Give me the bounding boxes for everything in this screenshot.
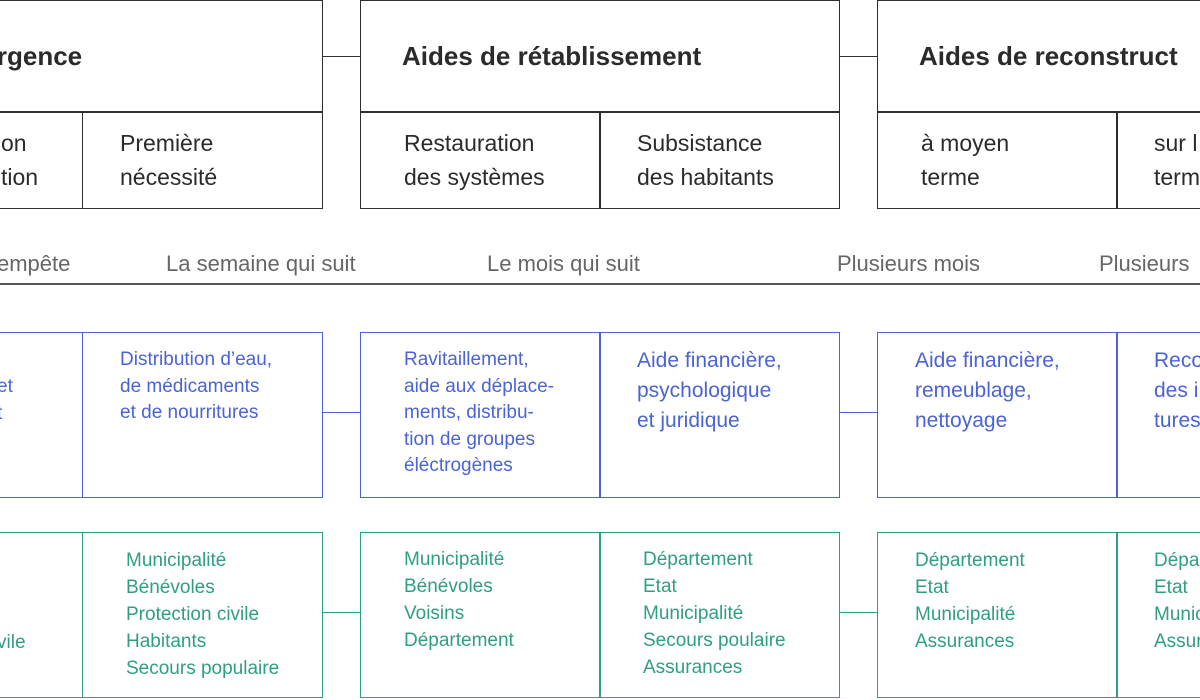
sub-label: à moyen terme [921,130,1010,190]
timeline-label: La semaine qui suit [166,251,356,276]
actor-text: Département Etat Municipalité Secours po… [643,549,786,678]
sub-box: on tion [0,111,83,209]
actor-text: Département Etat Municipalité Assurances [915,550,1025,652]
phase-title-retablissement: Aides de rétablissement [402,41,702,71]
actor-box: Département Etat Municipalité Assurances [877,532,1118,698]
aid-box: et t [0,332,83,498]
connector-line [322,56,360,57]
aid-box: Aide financière, psychologique et juridi… [599,332,840,498]
actor-text: Dépa Etat Munic Assur [1154,550,1200,652]
sub-label: Restauration des systèmes [404,130,545,190]
phase-box-urgence: urgence [0,0,323,113]
sub-box: Subsistance des habitants [599,111,840,209]
actor-box: Dépa Etat Munic Assur [1116,532,1200,698]
sub-label: Première nécessité [120,130,218,190]
aid-box: Distribution d’eau, de médicaments et de… [82,332,323,498]
actor-box: Département Etat Municipalité Secours po… [599,532,840,698]
connector-line [322,412,360,413]
connector-line [839,612,877,613]
timeline-label: Plusieurs [1099,251,1190,276]
aid-text: Aide financière, psychologique et juridi… [637,349,782,432]
sub-box: à moyen terme [877,111,1118,209]
connector-line [839,412,877,413]
timeline-label: empête [0,251,71,276]
actor-box: Municipalité Bénévoles Voisins Départeme… [360,532,601,698]
connector-line [839,56,877,57]
actor-text: Municipalité Bénévoles Protection civile… [126,550,280,679]
phase-box-reconstruction: Aides de reconstruct [877,0,1200,113]
actor-text: vile [0,632,26,653]
connector-line [322,612,360,613]
sub-label: Subsistance des habitants [637,130,774,190]
sub-box: Première nécessité [82,111,323,209]
aid-text: Reco des i tures [1154,349,1200,432]
phase-title-urgence: urgence [0,41,83,71]
aid-box: Aide financière, remeublage, nettoyage [877,332,1118,498]
sub-box: Restauration des systèmes [360,111,601,209]
aid-box: Reco des i tures [1116,332,1200,498]
phase-box-retablissement: Aides de rétablissement [360,0,840,113]
timeline-label: Plusieurs mois [837,251,981,276]
sub-label: on tion [1,130,39,190]
actor-box: Municipalité Bénévoles Protection civile… [82,532,323,698]
phase-title-reconstruction: Aides de reconstruct [919,41,1178,71]
timeline-label: Le mois qui suit [487,251,640,276]
aid-box: Ravitaillement, aide aux déplace- ments,… [360,332,601,498]
aid-text: Aide financière, remeublage, nettoyage [915,349,1060,432]
aid-text: et t [0,376,13,424]
actor-box: vile [0,532,83,698]
aid-text: Ravitaillement, aide aux déplace- ments,… [404,349,554,476]
actor-text: Municipalité Bénévoles Voisins Départeme… [404,549,514,651]
sub-box: sur l term [1116,111,1200,209]
sub-label: sur l term [1154,130,1200,190]
timeline-axis [0,283,1200,285]
aid-text: Distribution d’eau, de médicaments et de… [120,349,273,423]
